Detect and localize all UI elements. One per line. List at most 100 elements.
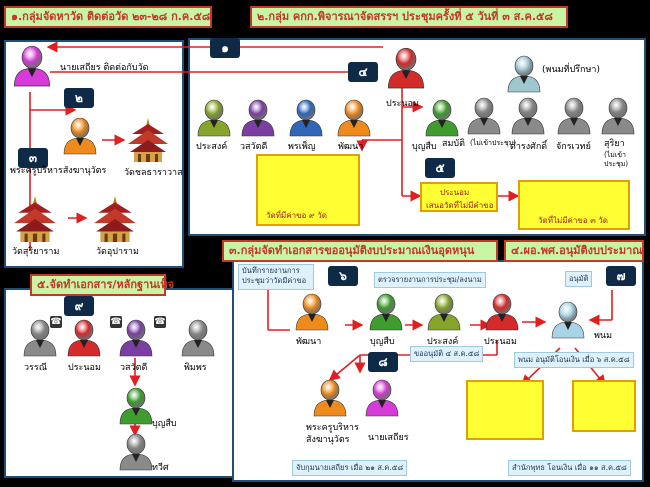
person-icon [369, 293, 403, 331]
person-icon [63, 117, 97, 155]
temple-icon [14, 196, 56, 242]
label-p3-phatthana: พัฒนา [296, 337, 322, 347]
label-p3-boonsueb: บุญสืบ [370, 337, 395, 347]
phanom-transfer-note: พนม อนุมัติโอนเงิน เมื่อ ๖ ส.ค.๕๘ [514, 352, 634, 368]
avatar-p3-prasong [426, 292, 462, 331]
avatar-p5-thawisak [118, 432, 154, 471]
label-nai-sathian-contact: นายเสถียร ติดต่อกับวัด [60, 63, 149, 73]
step-badge-2: ๒ [64, 88, 94, 108]
header-group-5: ๕.จัดทำเอกสาร/หลักฐานเท็จ [30, 274, 174, 296]
avatar-phra-khru [62, 116, 98, 155]
pranom-proposal-line2: เสนอวัดที่ไม่มีคำขอ [426, 201, 494, 210]
avatar-advisor [506, 54, 542, 93]
label-phatthana: พัฒนา [338, 142, 364, 152]
person-icon [67, 319, 101, 357]
label-suriya: สุริยา [604, 139, 625, 149]
step-badge-7: ๗ [606, 266, 636, 286]
person-icon [485, 293, 519, 331]
avatar-pranom [386, 46, 426, 89]
person-icon [13, 45, 51, 87]
label-phraphen: พรเพ็ญ [288, 142, 316, 152]
label-p3-pranom: ประนอม [484, 337, 517, 347]
step-badge-4: ๔ [348, 62, 378, 82]
avatar-wasawadi [240, 98, 276, 137]
label-p3-phrakhru-1: พระครูบริหาร [306, 423, 359, 433]
person-icon [511, 97, 545, 135]
temples-9-box: วัดที่มีค่าขอ ๙ วัด [256, 154, 360, 226]
step-badge-3: ๓ [18, 148, 48, 168]
temple-icon [94, 196, 136, 242]
temple-wat-suriya [14, 196, 56, 242]
office-transfer-note: สำนักพุทธ โอนเงิน เมื่อ ๑๑ ส.ค.๕๘ [508, 460, 631, 476]
person-icon [467, 97, 501, 135]
label-suriya-note2: ประชุม) [604, 160, 629, 168]
avatar-p3-phrakhru [312, 378, 348, 417]
temple-wat-upa [94, 196, 136, 242]
label-advisor: (พนมที่ปรึกษา) [542, 65, 600, 75]
avatar-p5-wasawadi [118, 318, 154, 357]
label-p5-boonsueb: บุญสืบ [152, 419, 177, 429]
meeting-record-text: บันทึกรายงานการ ประชุมว่าวัดมีค่าขอ [242, 266, 307, 285]
meeting-record-note: บันทึกรายงานการ ประชุมว่าวัดมีค่าขอ [238, 264, 314, 290]
check-report-note: ตรวจรายงานการประชุม/ลงนาม [374, 272, 486, 288]
header-group-3: ๓.กลุ่มจัดทำเอกสารขออนุมัติงบประมาณเงินอ… [222, 240, 498, 262]
avatar-p3-pranom [484, 292, 520, 331]
avatar-suriya [600, 96, 636, 135]
label-phanom: พนม [594, 331, 613, 341]
request-date-note: ขออนุมัติ ๔ ส.ค.๕๘ [410, 346, 484, 362]
approved-temples-box-1 [466, 380, 544, 440]
label-wat-suriya: วัดสุริยาราม [12, 247, 60, 257]
label-p5-wasawadi: วสวัตดี [120, 363, 148, 373]
avatar-p5-boonsueb [118, 386, 154, 425]
header-group-2: ๒.กลุ่ม คกก.พิจารณาจัดสรรฯ ประชุมครั้งที… [250, 6, 568, 28]
person-icon [365, 379, 399, 417]
temples-no-request-label: วัดที่ไม่มีค่าขอ ๓ วัด [538, 216, 608, 225]
avatar-nai-sathian [12, 44, 52, 87]
label-p3-phrakhru-2: สังฆานุวัตร [306, 435, 350, 445]
label-p5-pranom: ประนอม [68, 363, 101, 373]
avatar-p5-wannee [22, 318, 58, 357]
person-icon [119, 319, 153, 357]
label-sombat: สมบัติ [442, 139, 465, 149]
label-boonsueb: บุญสืบ [412, 142, 437, 152]
step-badge-5: ๕ [425, 158, 455, 178]
label-jakravet: จักรเวทย์ [556, 142, 591, 152]
phone-icon: ☎ [50, 316, 62, 328]
person-icon [387, 47, 425, 89]
person-icon [119, 433, 153, 471]
person-icon [425, 99, 459, 137]
approve-note: อนุมัติ [565, 271, 593, 287]
label-wat-upa: วัดอุปาราม [96, 247, 139, 257]
person-icon [557, 97, 591, 135]
label-wat-chon: วัดชลธาราวาส [124, 168, 183, 178]
temples-9-label: วัดที่มีค่าขอ ๙ วัด [266, 211, 327, 220]
person-icon [551, 301, 585, 339]
temple-icon [128, 118, 168, 162]
person-icon [601, 97, 635, 135]
person-icon [119, 387, 153, 425]
temples-no-request-box: วัดที่ไม่มีค่าขอ ๓ วัด [518, 180, 630, 230]
person-icon [197, 99, 231, 137]
label-phra-khru: พระครูบริหารสังฆานุวัตร [10, 166, 107, 176]
label-damrongsak: ดำรงศักดิ์ [510, 142, 548, 152]
avatar-jakravet [556, 96, 592, 135]
avatar-p3-boonsueb [368, 292, 404, 331]
person-icon [241, 99, 275, 137]
avatar-phanom [550, 300, 586, 339]
pranom-proposal-line1: ประนอม [440, 188, 470, 197]
label-p5-thawisak: ทวีศ [152, 463, 169, 473]
person-icon [289, 99, 323, 137]
label-wasawadi: วสวัตดี [240, 142, 268, 152]
step-badge-9: ๙ [64, 296, 94, 316]
avatar-damrongsak [510, 96, 546, 135]
arrest-note: จับกุมนายเสถียร เมื่อ ๒๑ ส.ค.๕๘ [292, 460, 408, 476]
label-p5-wannee: วรรณี [24, 363, 48, 373]
avatar-p5-phimphon [180, 318, 216, 357]
avatar-phraphen [288, 98, 324, 137]
person-icon [23, 319, 57, 357]
avatar-boonsueb [424, 98, 460, 137]
label-p5-phimphon: พิมพร [184, 363, 207, 373]
phone-icon: ☎ [110, 316, 122, 328]
person-icon [295, 293, 329, 331]
label-p3-prasong: ประสงค์ [427, 337, 459, 347]
